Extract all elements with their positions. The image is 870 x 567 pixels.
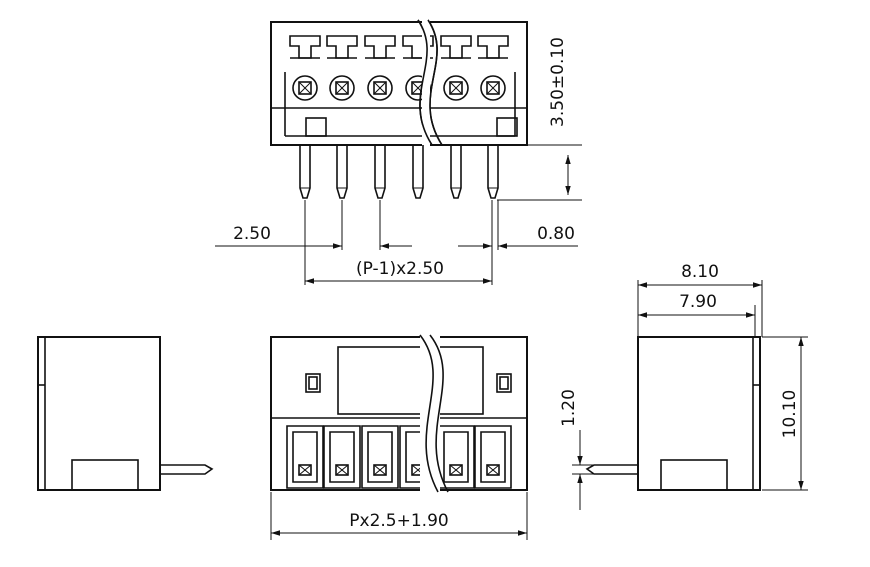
dim-pitch: 2.50 <box>233 224 271 244</box>
dim-width-inner: 7.90 <box>679 292 717 312</box>
side-pin-right <box>585 464 638 475</box>
pin <box>374 145 386 199</box>
small-window-left <box>305 373 321 393</box>
label-window <box>337 346 484 415</box>
dim-length: Px2.5+1.90 <box>349 511 448 531</box>
screw-head <box>443 75 469 101</box>
side-pin-left <box>160 464 214 475</box>
pin <box>412 145 424 199</box>
top-dimensions: 3.50±0.10 2.50 0.80 (P-1)x2.50 <box>215 37 582 285</box>
screw-head <box>292 75 318 101</box>
front-slot-group <box>286 425 512 489</box>
left-side-view <box>37 336 214 491</box>
pin-group <box>299 145 499 199</box>
screw-head <box>329 75 355 101</box>
wire-entry-slot <box>323 425 361 489</box>
top-slot <box>364 35 396 59</box>
dim-width-outer: 8.10 <box>681 262 719 282</box>
wire-entry-slot <box>286 425 324 489</box>
side-dimensions: 8.10 7.90 10.10 1.20 <box>559 262 808 510</box>
small-window-right <box>496 373 512 393</box>
top-slot <box>477 35 509 59</box>
dim-pin-width: 0.80 <box>537 224 575 244</box>
front-view <box>270 334 528 493</box>
latch-tab-left <box>305 117 327 137</box>
wire-entry-slot <box>474 425 512 489</box>
pin <box>450 145 462 199</box>
dim-top-height: 3.50±0.10 <box>548 37 568 127</box>
dim-height: 10.10 <box>780 390 800 439</box>
screw-group <box>292 75 506 101</box>
top-slot <box>440 35 472 59</box>
pin <box>299 145 311 199</box>
top-slot <box>289 35 321 59</box>
pin <box>487 145 499 199</box>
top-view <box>270 19 528 199</box>
pin <box>336 145 348 199</box>
latch-tab-right <box>496 117 518 137</box>
dim-pin-span: (P-1)x2.50 <box>356 259 444 279</box>
wire-entry-slot <box>437 425 475 489</box>
dim-pin-offset: 1.20 <box>559 389 579 427</box>
right-side-view <box>585 336 761 491</box>
screw-head <box>480 75 506 101</box>
top-slot <box>326 35 358 59</box>
front-dimensions: Px2.5+1.90 <box>270 492 528 540</box>
top-slot-group <box>289 35 509 59</box>
wire-entry-slot <box>361 425 399 489</box>
break-line-front <box>419 334 439 493</box>
screw-head <box>367 75 393 101</box>
